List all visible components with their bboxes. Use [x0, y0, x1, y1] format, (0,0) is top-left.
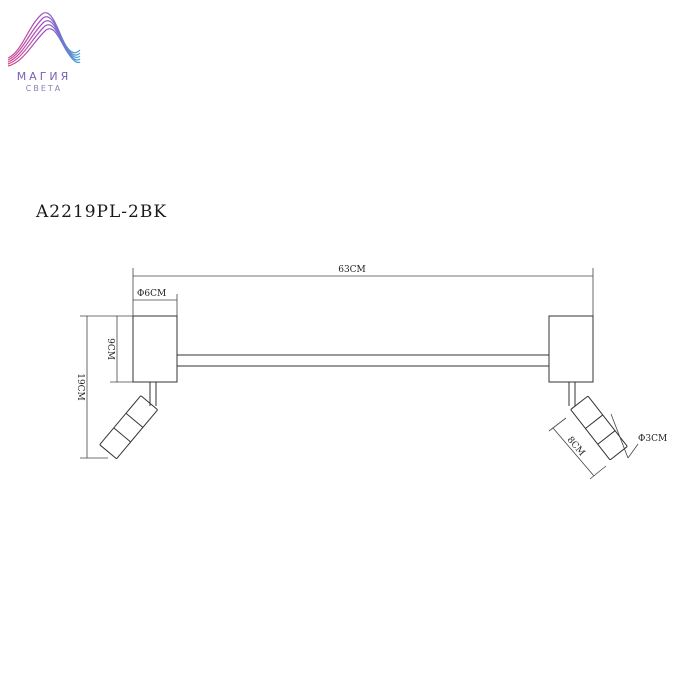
brand-wave-icon: [7, 12, 81, 67]
dim-total-height: 19CM: [75, 373, 85, 401]
brand-logo: МАГИЯ СВЕТА: [4, 4, 84, 94]
dim-shade-diameter: Φ3CM: [638, 434, 667, 444]
connecting-bar: [176, 354, 550, 367]
dim-base-diameter: Φ6CM: [137, 289, 166, 299]
dim-line-shade-length: [552, 427, 595, 477]
left-shade: [99, 395, 158, 459]
brand-tagline: СВЕТА: [25, 84, 63, 93]
dim-total-length: 63CM: [338, 265, 366, 275]
dim-line-shade-diameter: [610, 413, 629, 459]
right-shade: [570, 395, 628, 461]
right-base-block: [548, 315, 594, 383]
dim-base-height: 9CM: [105, 338, 115, 360]
brand-name: МАГИЯ: [16, 70, 72, 83]
left-base-block: [132, 315, 178, 383]
model-number: A2219PL-2BK: [36, 202, 168, 222]
